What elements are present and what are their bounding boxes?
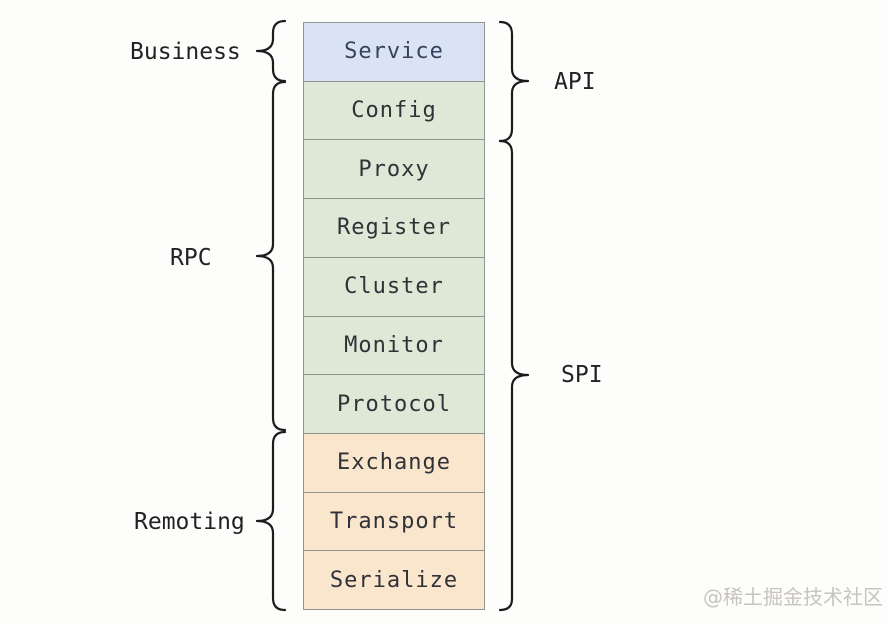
layer-label: Proxy (358, 156, 430, 182)
layer-transport: Transport (304, 491, 484, 551)
group-label-spi: SPI (561, 362, 603, 388)
layer-label: Config (351, 98, 437, 124)
layer-label: Exchange (337, 450, 451, 476)
layer-exchange: Exchange (304, 432, 484, 492)
layer-label: Service (344, 39, 444, 65)
business-brace-icon (255, 19, 287, 83)
layer-label: Register (337, 215, 451, 241)
group-label-business: Business (130, 39, 241, 65)
api-brace-icon (498, 20, 530, 143)
layer-proxy: Proxy (304, 139, 484, 199)
layer-label: Serialize (329, 567, 459, 593)
layer-label: Monitor (344, 332, 444, 358)
layer-serialize: Serialize (304, 550, 484, 610)
group-label-remoting: Remoting (134, 509, 245, 535)
layer-service: Service (304, 23, 484, 81)
layer-label: Protocol (337, 391, 451, 417)
group-label-api: API (554, 69, 596, 95)
spi-brace-icon (498, 139, 530, 612)
layer-protocol: Protocol (304, 374, 484, 433)
layer-monitor: Monitor (304, 315, 484, 375)
layer-register: Register (304, 198, 484, 257)
layer-label: Cluster (344, 274, 444, 300)
remoting-brace-icon (255, 430, 287, 612)
layer-config: Config (304, 80, 484, 140)
rpc-brace-icon (255, 80, 287, 432)
group-label-rpc: RPC (170, 245, 212, 271)
layer-cluster: Cluster (304, 256, 484, 316)
watermark-text: @稀土掘金技术社区 (703, 585, 883, 609)
layer-label: Transport (329, 508, 459, 534)
layer-stack: Service Config Proxy Register Cluster Mo… (303, 22, 485, 610)
